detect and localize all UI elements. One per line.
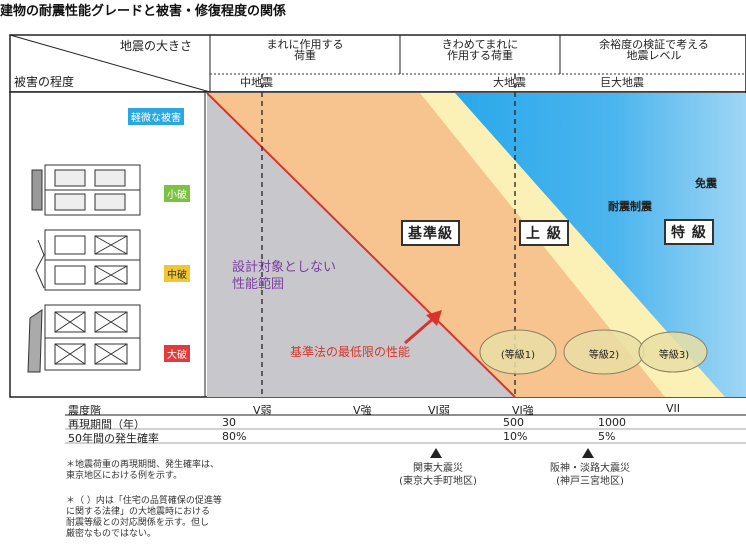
grade-3-label: 等級3) xyxy=(658,350,690,361)
table-cell: 500 xyxy=(503,416,524,429)
level-chu-jishin: 中地震 xyxy=(240,76,273,89)
event-hanshin: 阪神・淡路大震災(神戸三宮地区) xyxy=(550,463,630,487)
table-row-label-shindo: 震度階 xyxy=(68,404,101,417)
damage-badge-severe: 大破 xyxy=(164,345,190,362)
damage-badge-moderate: 中破 xyxy=(164,265,190,282)
seismic-isolation-label: 免震 xyxy=(695,177,717,190)
column-header-margin: 余裕度の検証で考える地震レベル xyxy=(599,38,709,62)
building-icon-medium xyxy=(35,229,141,291)
building-icon-heavy xyxy=(27,304,141,373)
table-cell: VI強 xyxy=(512,404,534,417)
zone-label-jokyu: 上 級 xyxy=(519,220,569,246)
arrow-icon xyxy=(404,315,436,345)
column-header-rare: まれに作用する荷重 xyxy=(266,38,344,62)
grade3-ellipse xyxy=(638,331,708,373)
min-performance-line xyxy=(206,92,516,398)
grade1-ellipse xyxy=(479,329,557,375)
footnote-2: ＊（ ）内は「住宅の品質確保の促進等に関する法律」の大地震時における耐震等級との… xyxy=(66,496,222,539)
footnote-1: ＊地震荷重の再現期間、発生確率は、東京地区における例を示す。 xyxy=(66,460,220,481)
level-kyodai-jishin: 巨大地震 xyxy=(600,76,644,89)
damage-badge-minor: 小破 xyxy=(164,185,190,202)
table-cell: 1000 xyxy=(598,416,626,429)
event-kanto: 関東大震災(東京大手町地区) xyxy=(399,463,477,487)
header-diagonal xyxy=(9,34,211,93)
column-header-very-rare: きわめてまれに作用する荷重 xyxy=(441,38,519,62)
zone-label-tokkyu: 特 級 xyxy=(664,219,714,245)
grade-2-label: 等級2) xyxy=(588,350,620,361)
table-cell: 5% xyxy=(598,430,616,443)
min-performance-label: 基準法の最低限の性能 xyxy=(290,345,411,359)
axis-damage-label: 被害の程度 xyxy=(14,75,75,89)
page-title: 建物の耐震性能グレードと被害・修復程度の関係 xyxy=(0,4,287,19)
level-dai-jishin: 大地震 xyxy=(493,76,526,89)
table-cell: 80% xyxy=(222,430,247,443)
blue-zone xyxy=(455,93,746,397)
out-of-scope-label-2: 性能範囲 xyxy=(232,277,285,292)
header-box xyxy=(9,34,746,93)
table-cell: 10% xyxy=(503,430,528,443)
table-row-label-probability: 50年間の発生確率 xyxy=(68,432,159,445)
table-cell: V弱 xyxy=(253,404,272,417)
event-marker-hanshin xyxy=(582,448,594,458)
event-marker-kanto xyxy=(430,448,442,458)
zone-label-kijun: 基準級 xyxy=(401,220,460,246)
table-cell: 30 xyxy=(222,416,236,429)
vibration-control-label: 耐震制震 xyxy=(608,200,652,213)
out-of-scope-label-1: 設計対象としない xyxy=(232,260,337,275)
damage-badge-light: 軽微な被害 xyxy=(128,108,184,125)
grade-1-label: (等級1) xyxy=(500,350,536,361)
table-row-label-return-period: 再現期間（年） xyxy=(68,418,145,431)
table-cell: VII xyxy=(666,402,681,415)
axis-earthquake-label: 地震の大きさ xyxy=(120,39,193,53)
building-icon-light xyxy=(31,164,141,216)
table-cell: VI弱 xyxy=(428,404,450,417)
table-cell: V強 xyxy=(353,404,372,417)
